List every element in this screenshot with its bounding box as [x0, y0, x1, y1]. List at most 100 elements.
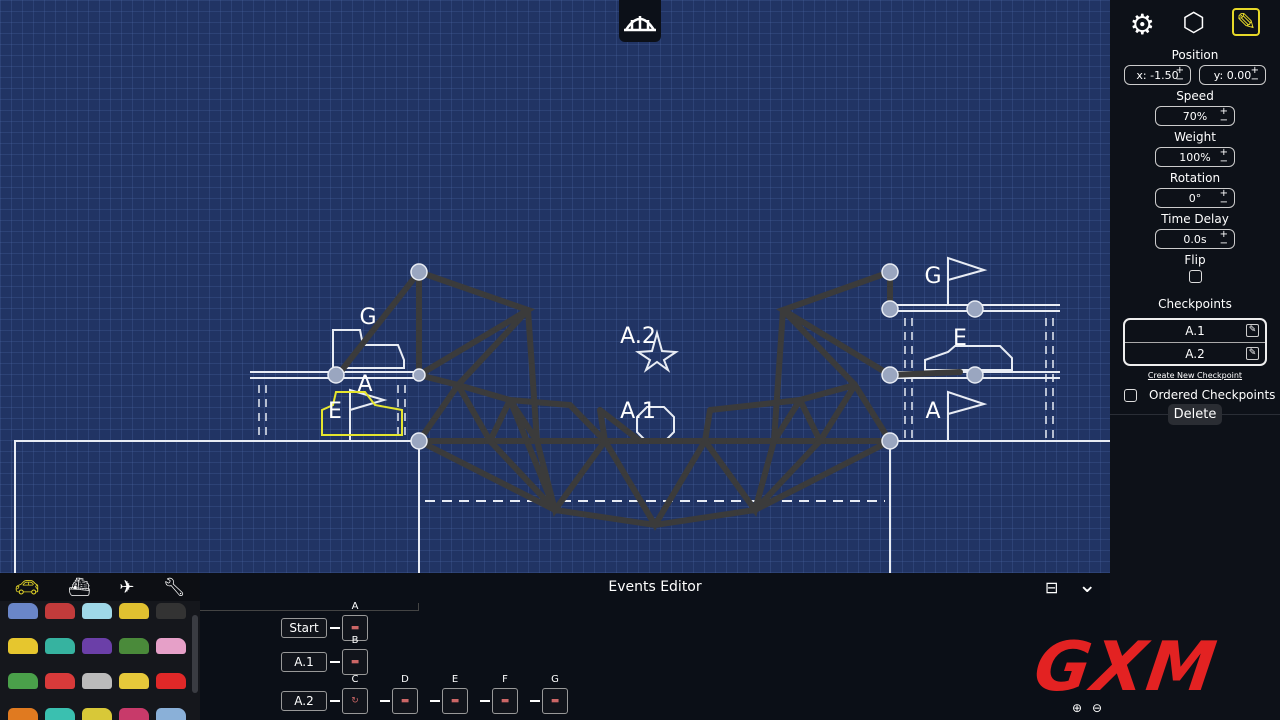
event-trigger[interactable]: Start — [281, 618, 327, 638]
ordered-checkpoints-checkbox[interactable] — [1124, 388, 1137, 402]
flip-checkbox[interactable] — [1188, 270, 1202, 283]
vehicle-thumbnail[interactable] — [8, 603, 38, 619]
bridge-mode-button[interactable] — [619, 0, 661, 42]
vehicle-thumbnail[interactable] — [119, 708, 149, 720]
speed-field[interactable]: 70% +− — [1155, 106, 1235, 126]
terrain-left — [14, 440, 420, 573]
vehicle-thumbnail[interactable] — [45, 708, 75, 720]
vehicle-thumbnail[interactable] — [45, 603, 75, 619]
vehicle-thumbnail[interactable] — [119, 638, 149, 654]
vehicle-thumbnail[interactable] — [156, 638, 186, 654]
event-node[interactable]: ▬ — [492, 688, 518, 714]
boat-icon[interactable]: ⛴︎ — [68, 576, 91, 598]
vehicle-thumbnail[interactable] — [82, 603, 112, 619]
speed-value: 70% — [1182, 109, 1208, 123]
canvas-overlap — [200, 603, 419, 611]
stepper-icon[interactable]: +− — [1250, 65, 1259, 85]
event-node-label: G — [551, 674, 559, 685]
position-label: Position — [1171, 48, 1219, 62]
plane-icon[interactable]: ✈︎ — [119, 576, 135, 598]
ordered-checkpoints-label: Ordered Checkpoints — [1149, 388, 1276, 402]
create-checkpoint-link[interactable]: Create New Checkpoint — [1147, 371, 1243, 380]
speed-label: Speed — [1176, 89, 1214, 103]
flag-right-g — [947, 256, 988, 305]
event-node[interactable]: ▬ — [442, 688, 468, 714]
vehicle-thumbnail[interactable] — [156, 708, 186, 720]
checkpoint-name: A.1 — [1185, 324, 1205, 338]
vehicle-thumbnail[interactable] — [8, 708, 38, 720]
weight-field[interactable]: 100% +− — [1155, 147, 1235, 167]
shapes-icon[interactable]: ⬡ — [1182, 8, 1205, 38]
event-node-label: E — [451, 674, 459, 685]
checkpoint-label: A — [357, 372, 372, 397]
checkpoints-label: Checkpoints — [1158, 297, 1232, 311]
weight-value: 100% — [1179, 150, 1211, 164]
rotation-field[interactable]: 0°+− — [1155, 188, 1235, 208]
stepper-icon[interactable]: +− — [1219, 188, 1228, 208]
stepper-icon[interactable]: +− — [1219, 229, 1228, 249]
delay-field[interactable]: 0.0s+− — [1155, 229, 1235, 249]
gxm-logo: GXM — [1029, 628, 1223, 707]
vehicle-thumbnail[interactable] — [82, 708, 112, 720]
vehicle-thumbnail[interactable] — [119, 603, 149, 619]
event-trigger[interactable]: A.1 — [281, 652, 327, 672]
vehicle-thumbnail[interactable] — [8, 638, 38, 654]
vehicle-thumbnail[interactable] — [156, 603, 186, 619]
position-y-field[interactable]: y: 0.00+− — [1199, 65, 1266, 85]
stepper-icon[interactable]: +− — [1219, 106, 1228, 126]
position-x-field[interactable]: x: -1.50+− — [1124, 65, 1191, 85]
checkpoint-label: A.1 — [620, 399, 656, 424]
vehicle-thumbnail[interactable] — [45, 673, 75, 689]
bridge-truss — [335, 269, 963, 531]
event-node-label: B — [351, 635, 359, 646]
palette-scrollbar[interactable] — [192, 615, 198, 693]
event-node[interactable]: ↻ — [342, 688, 368, 714]
vehicle-thumbnail[interactable] — [82, 673, 112, 689]
event-node-label: A — [351, 601, 359, 612]
event-node[interactable]: ▬ — [342, 615, 368, 641]
event-node-label: C — [351, 674, 359, 685]
zoom-in-icon[interactable]: ⊕ — [1072, 701, 1083, 715]
event-node[interactable]: ▬ — [342, 649, 368, 675]
car-icon[interactable]: 🚗︎ — [14, 575, 40, 599]
edit-icon[interactable]: ✎ — [1246, 324, 1259, 337]
stepper-icon[interactable]: +− — [1219, 147, 1228, 167]
connector-arrow — [430, 700, 440, 702]
vehicle-thumbnail[interactable] — [45, 638, 75, 654]
connector-arrow — [480, 700, 490, 702]
flag-left — [349, 388, 388, 441]
gear-icon[interactable]: ⚙ — [1129, 8, 1155, 41]
checkpoint-item[interactable]: A.1 ✎ — [1125, 320, 1265, 342]
event-node-label: F — [502, 674, 508, 685]
checkpoint-label: G — [924, 264, 941, 289]
zoom-out-icon[interactable]: ⊖ — [1092, 701, 1103, 715]
checkpoint-item[interactable]: A.2✎ — [1125, 342, 1265, 364]
align-icon[interactable]: ⊟ — [1045, 578, 1059, 597]
rotation-label: Rotation — [1169, 171, 1221, 185]
edit-icon[interactable]: ✎ — [1246, 347, 1259, 360]
event-node[interactable]: ▬ — [392, 688, 418, 714]
vehicle-thumbnail[interactable] — [119, 673, 149, 689]
vehicle-thumbnail[interactable] — [8, 673, 38, 689]
checkpoint-label: A — [925, 399, 940, 424]
delete-button[interactable]: Delete — [1167, 404, 1223, 425]
weight-label: Weight — [1174, 130, 1216, 144]
flag-right-a — [947, 390, 988, 441]
truck-outline — [332, 329, 405, 369]
properties-panel: ⚙ ⬡ ✎ Position x: -1.50+− y: 0.00+− Spee… — [1110, 0, 1280, 720]
vehicle-thumbnail[interactable] — [82, 638, 112, 654]
tools-icon[interactable]: 🔧︎ — [162, 576, 186, 598]
event-node[interactable]: ▬ — [542, 688, 568, 714]
stepper-icon[interactable]: +− — [1175, 65, 1184, 85]
connector-arrow — [530, 700, 540, 702]
edit-icon[interactable]: ✎ — [1232, 8, 1261, 36]
chevron-down-icon[interactable]: ⌄ — [1078, 573, 1097, 598]
delay-label: Time Delay — [1161, 212, 1229, 226]
connector-arrow — [330, 627, 340, 629]
car-outline — [924, 345, 1013, 371]
vehicle-thumbnail[interactable] — [156, 673, 186, 689]
event-trigger[interactable]: A.2 — [281, 691, 327, 711]
